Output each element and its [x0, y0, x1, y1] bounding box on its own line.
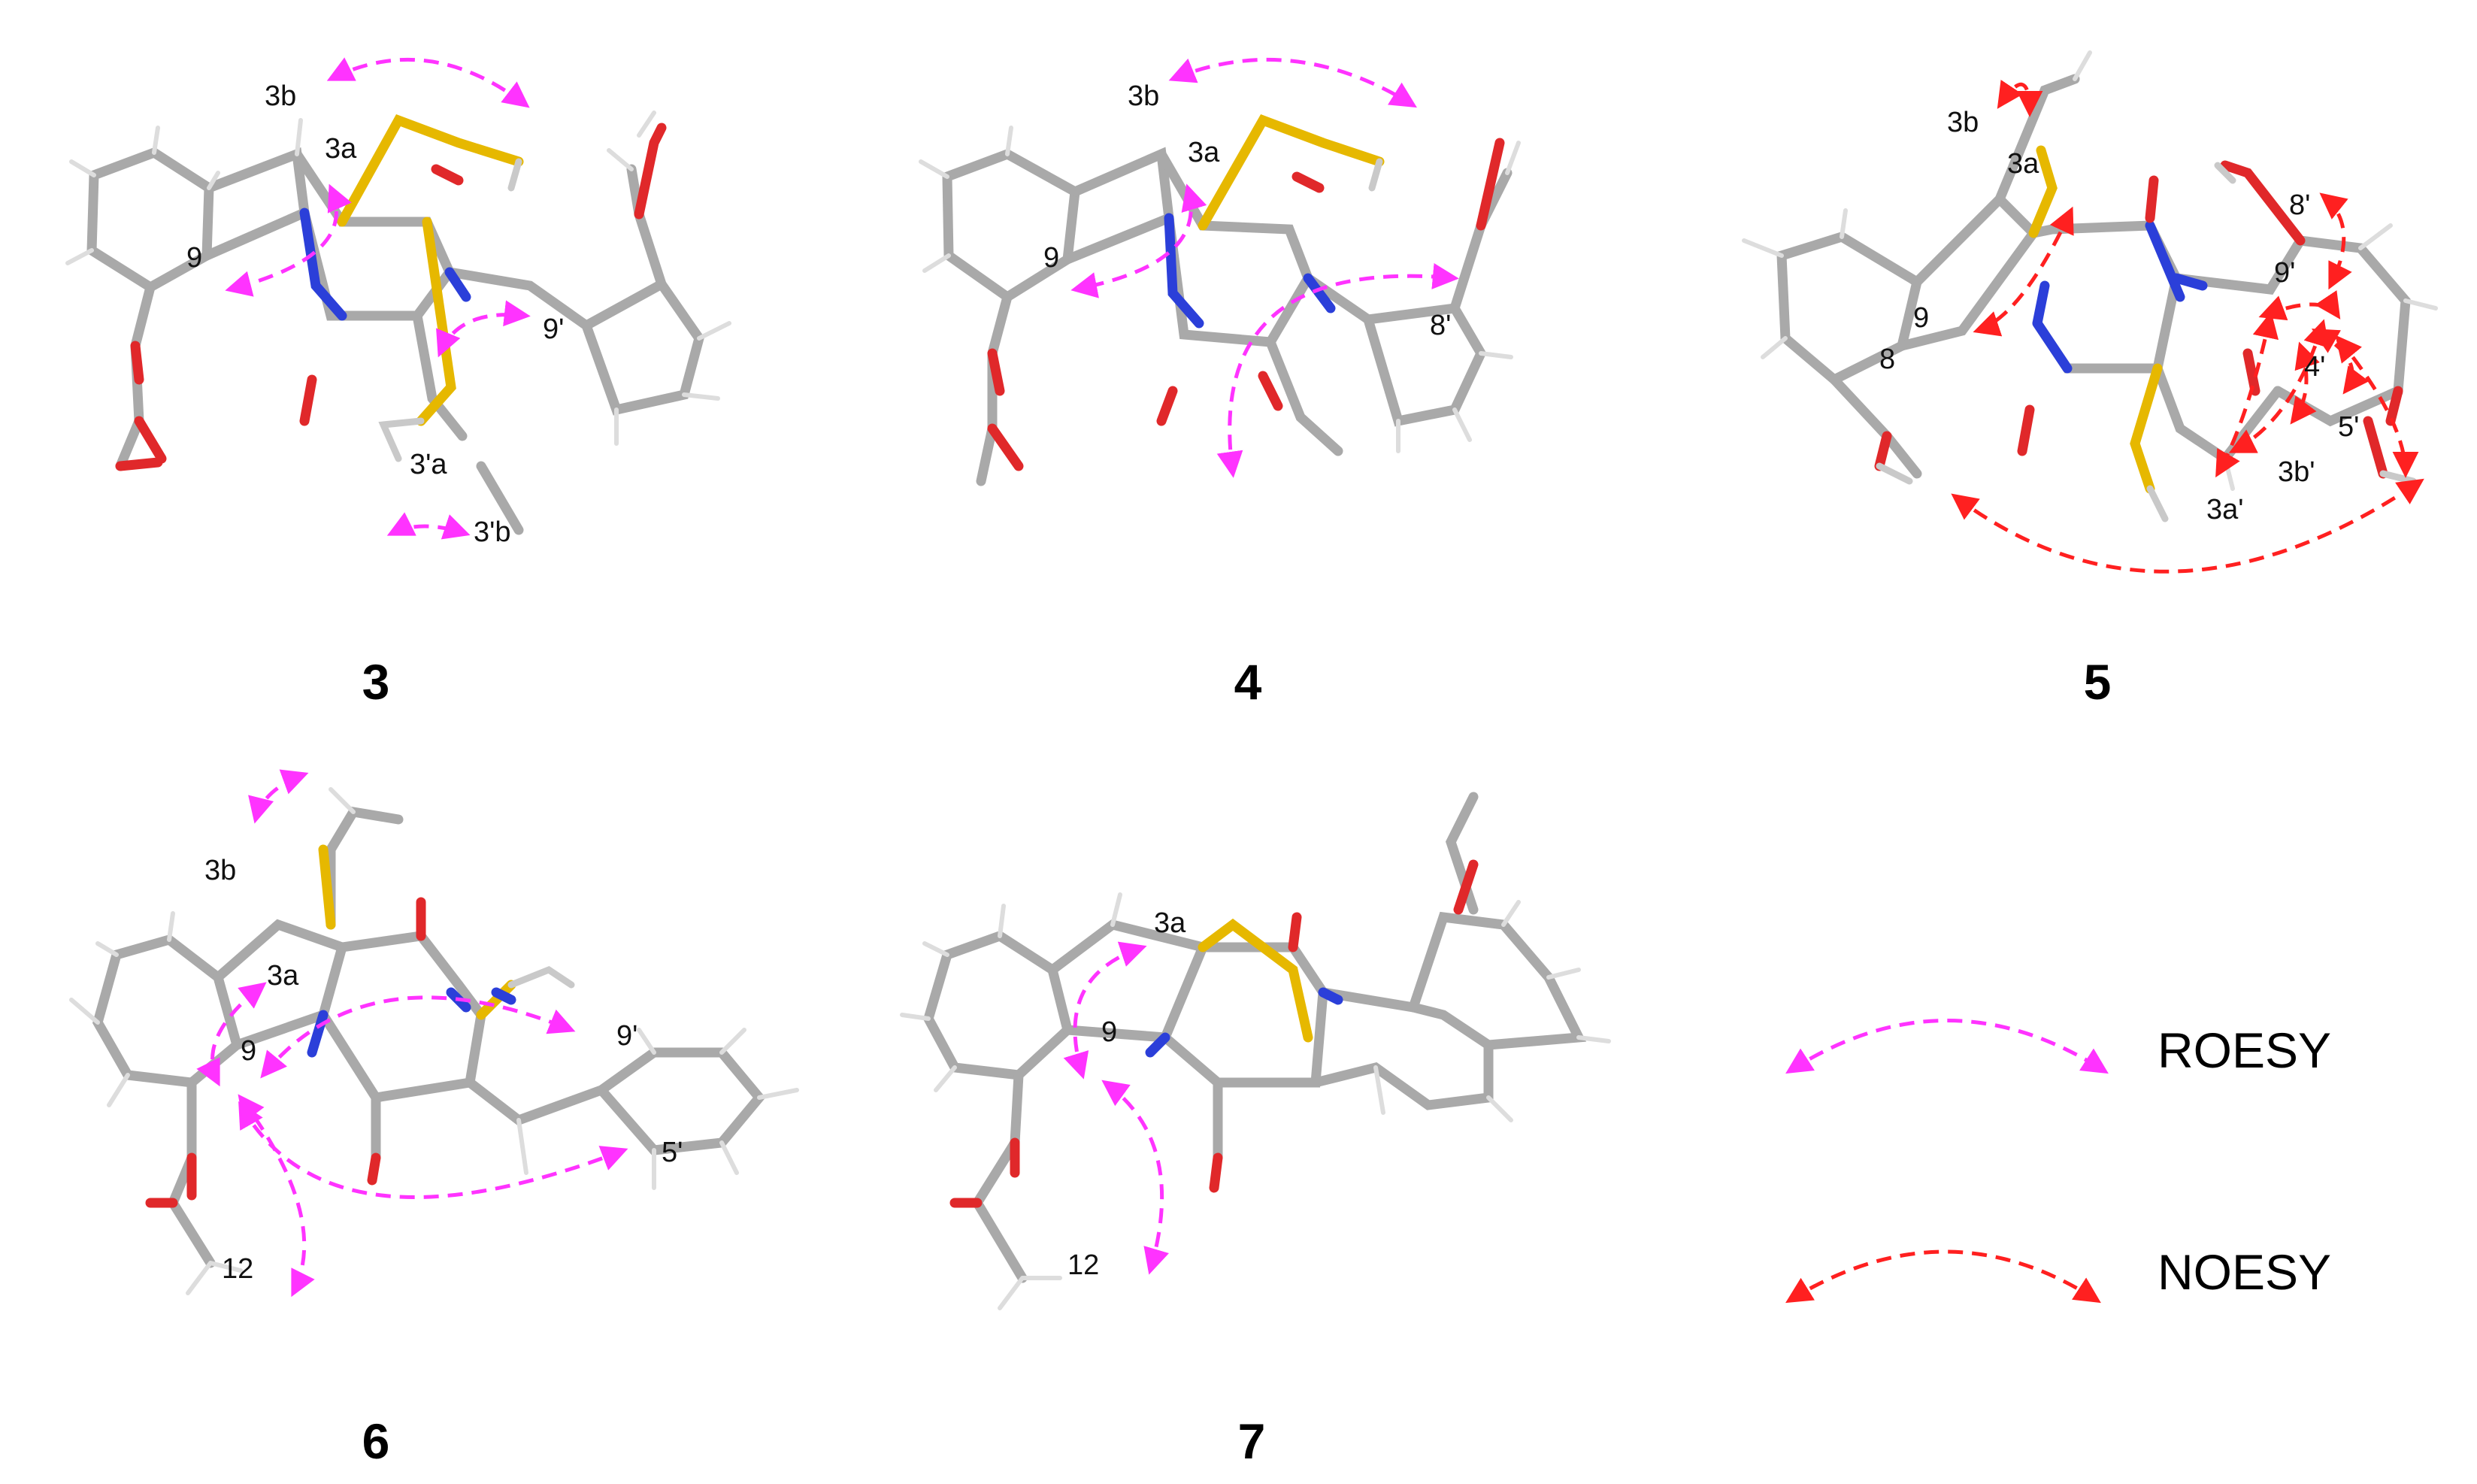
atom-label: 9'	[616, 1020, 637, 1052]
compound-6-atom-labels: 3b 3a 9 9' 5' 12	[204, 855, 683, 1285]
atom-label: 3'b	[474, 516, 511, 548]
atom-label: 3a	[2007, 148, 2039, 180]
compound-4-atom-labels: 3b 3a 9 8'	[1043, 80, 1451, 341]
roesy-label: ROESY	[2158, 1022, 2331, 1078]
atom-label: 8'	[2289, 189, 2310, 221]
atom-label: 4'	[2304, 351, 2325, 383]
compound-5-atom-labels: 3b 3a 8' 9' 9 8 4' 5' 3b' 3a'	[1879, 107, 2359, 525]
compound-4-structure: 3b 3a 9 8' 4	[919, 58, 1521, 710]
compound-6-bonds	[69, 787, 799, 1295]
atom-label: 9	[1043, 242, 1059, 274]
noesy-arrow-swatch	[1785, 1249, 2101, 1304]
compound-number-label: 4	[1234, 654, 1262, 710]
compound-4-bonds	[919, 114, 1521, 486]
atom-label: 3a	[325, 133, 357, 165]
atom-label: 3b	[1128, 80, 1159, 112]
atom-label: 9'	[543, 313, 564, 345]
legend-noesy: NOESY	[1785, 1244, 2331, 1304]
compound-3-structure: 3b 3a 9 9' 3'a 3'b 3	[65, 57, 731, 710]
atom-label: 3b	[265, 80, 296, 112]
atom-label: 9	[1913, 302, 1929, 334]
legend: ROESY NOESY	[1785, 1019, 2331, 1304]
compound-4-roesy	[1070, 58, 1459, 478]
compound-number-label: 3	[362, 654, 390, 710]
compound-number-label: 5	[2084, 654, 2112, 710]
atom-label: 9	[186, 242, 202, 274]
atom-label: 9	[241, 1035, 256, 1067]
compound-7-bonds	[900, 792, 1611, 1310]
atom-label: 3b'	[2278, 456, 2315, 488]
atom-label: 8'	[1430, 310, 1451, 341]
atom-label: 3'a	[410, 449, 447, 480]
atom-label: 8	[1879, 344, 1895, 375]
compound-3-atom-labels: 3b 3a 9 9' 3'a 3'b	[186, 80, 564, 548]
compound-7-atom-labels: 3a 9 12	[1067, 907, 1186, 1281]
atom-label: 3a	[1188, 137, 1220, 168]
compound-5-noesy	[1951, 80, 2424, 574]
atom-label: 3a'	[2206, 494, 2244, 525]
atom-label: 5'	[2338, 411, 2359, 443]
compound-number-label: 7	[1238, 1413, 1266, 1469]
roesy-arrow-swatch	[1785, 1019, 2109, 1074]
atom-label: 3a	[1154, 907, 1186, 939]
atom-label: 3a	[267, 960, 299, 992]
legend-roesy: ROESY	[1785, 1019, 2331, 1078]
compound-7-structure: 3a 9 12 7	[900, 792, 1611, 1469]
compound-6-roesy	[196, 769, 628, 1298]
atom-label: 12	[222, 1253, 253, 1285]
atom-label: 12	[1067, 1249, 1099, 1281]
compound-7-roesy	[1063, 941, 1170, 1275]
compound-3-bonds	[65, 111, 731, 535]
compound-6-structure: 3b 3a 9 9' 5' 12 6	[69, 769, 799, 1469]
atom-label: 3b	[1947, 107, 1979, 138]
noesy-label: NOESY	[2158, 1244, 2331, 1300]
atom-label: 9	[1101, 1016, 1117, 1048]
atom-label: 5'	[662, 1137, 683, 1168]
compound-3-roesy	[225, 57, 531, 540]
compound-number-label: 6	[362, 1413, 390, 1469]
atom-label: 9'	[2274, 257, 2295, 289]
atom-label: 3b	[204, 855, 236, 886]
compound-5-structure: 3b 3a 8' 9' 9 8 4' 5' 3b' 3a' 5	[1742, 50, 2438, 710]
